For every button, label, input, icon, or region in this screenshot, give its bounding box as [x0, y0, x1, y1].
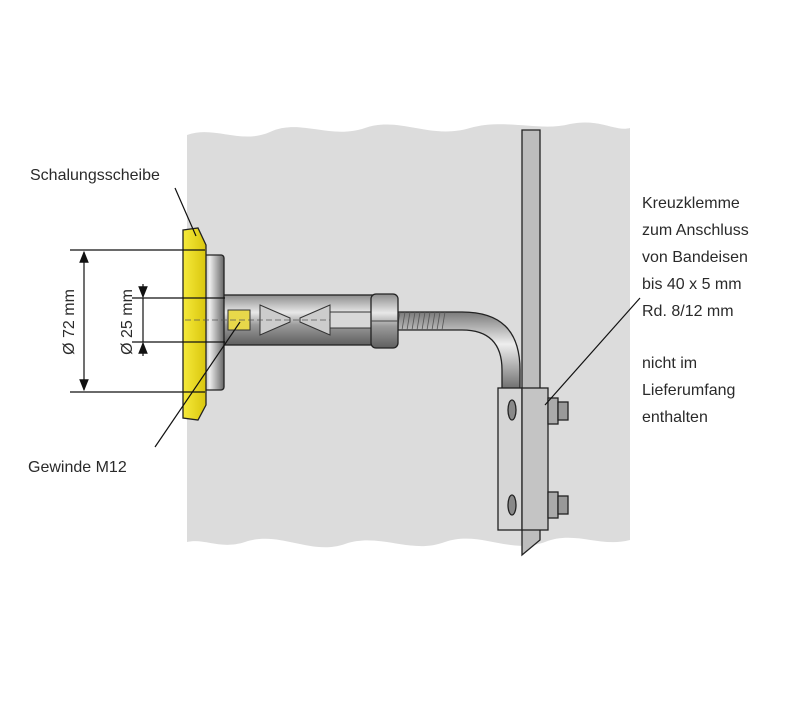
- scope-line: Lieferumfang: [642, 382, 735, 399]
- scope-line: nicht im: [642, 355, 697, 372]
- clamp-line: Kreuzklemme: [642, 195, 740, 212]
- clamp-line: Rd. 8/12 mm: [642, 303, 734, 320]
- label-formwork-disc: Schalungsscheibe: [30, 167, 160, 184]
- clamp-line: von Bandeisen: [642, 249, 748, 266]
- scope-line: enthalten: [642, 409, 708, 426]
- label-thread: Gewinde M12: [28, 459, 127, 476]
- label-diameter-outer: Ø 72 mm: [61, 289, 78, 355]
- scope-note: nicht im Lieferumfang enthalten: [642, 355, 735, 426]
- label-diameter-inner: Ø 25 mm: [119, 289, 136, 355]
- clamp-line: bis 40 x 5 mm: [642, 276, 742, 293]
- dimension-lines: [70, 187, 641, 448]
- clamp-line: zum Anschluss: [642, 222, 749, 239]
- cross-clamp: [497, 387, 569, 531]
- formwork-disc: [182, 227, 207, 421]
- clamp-description: Kreuzklemme zum Anschluss von Bandeisen …: [642, 195, 749, 320]
- inner-thread: [329, 311, 375, 329]
